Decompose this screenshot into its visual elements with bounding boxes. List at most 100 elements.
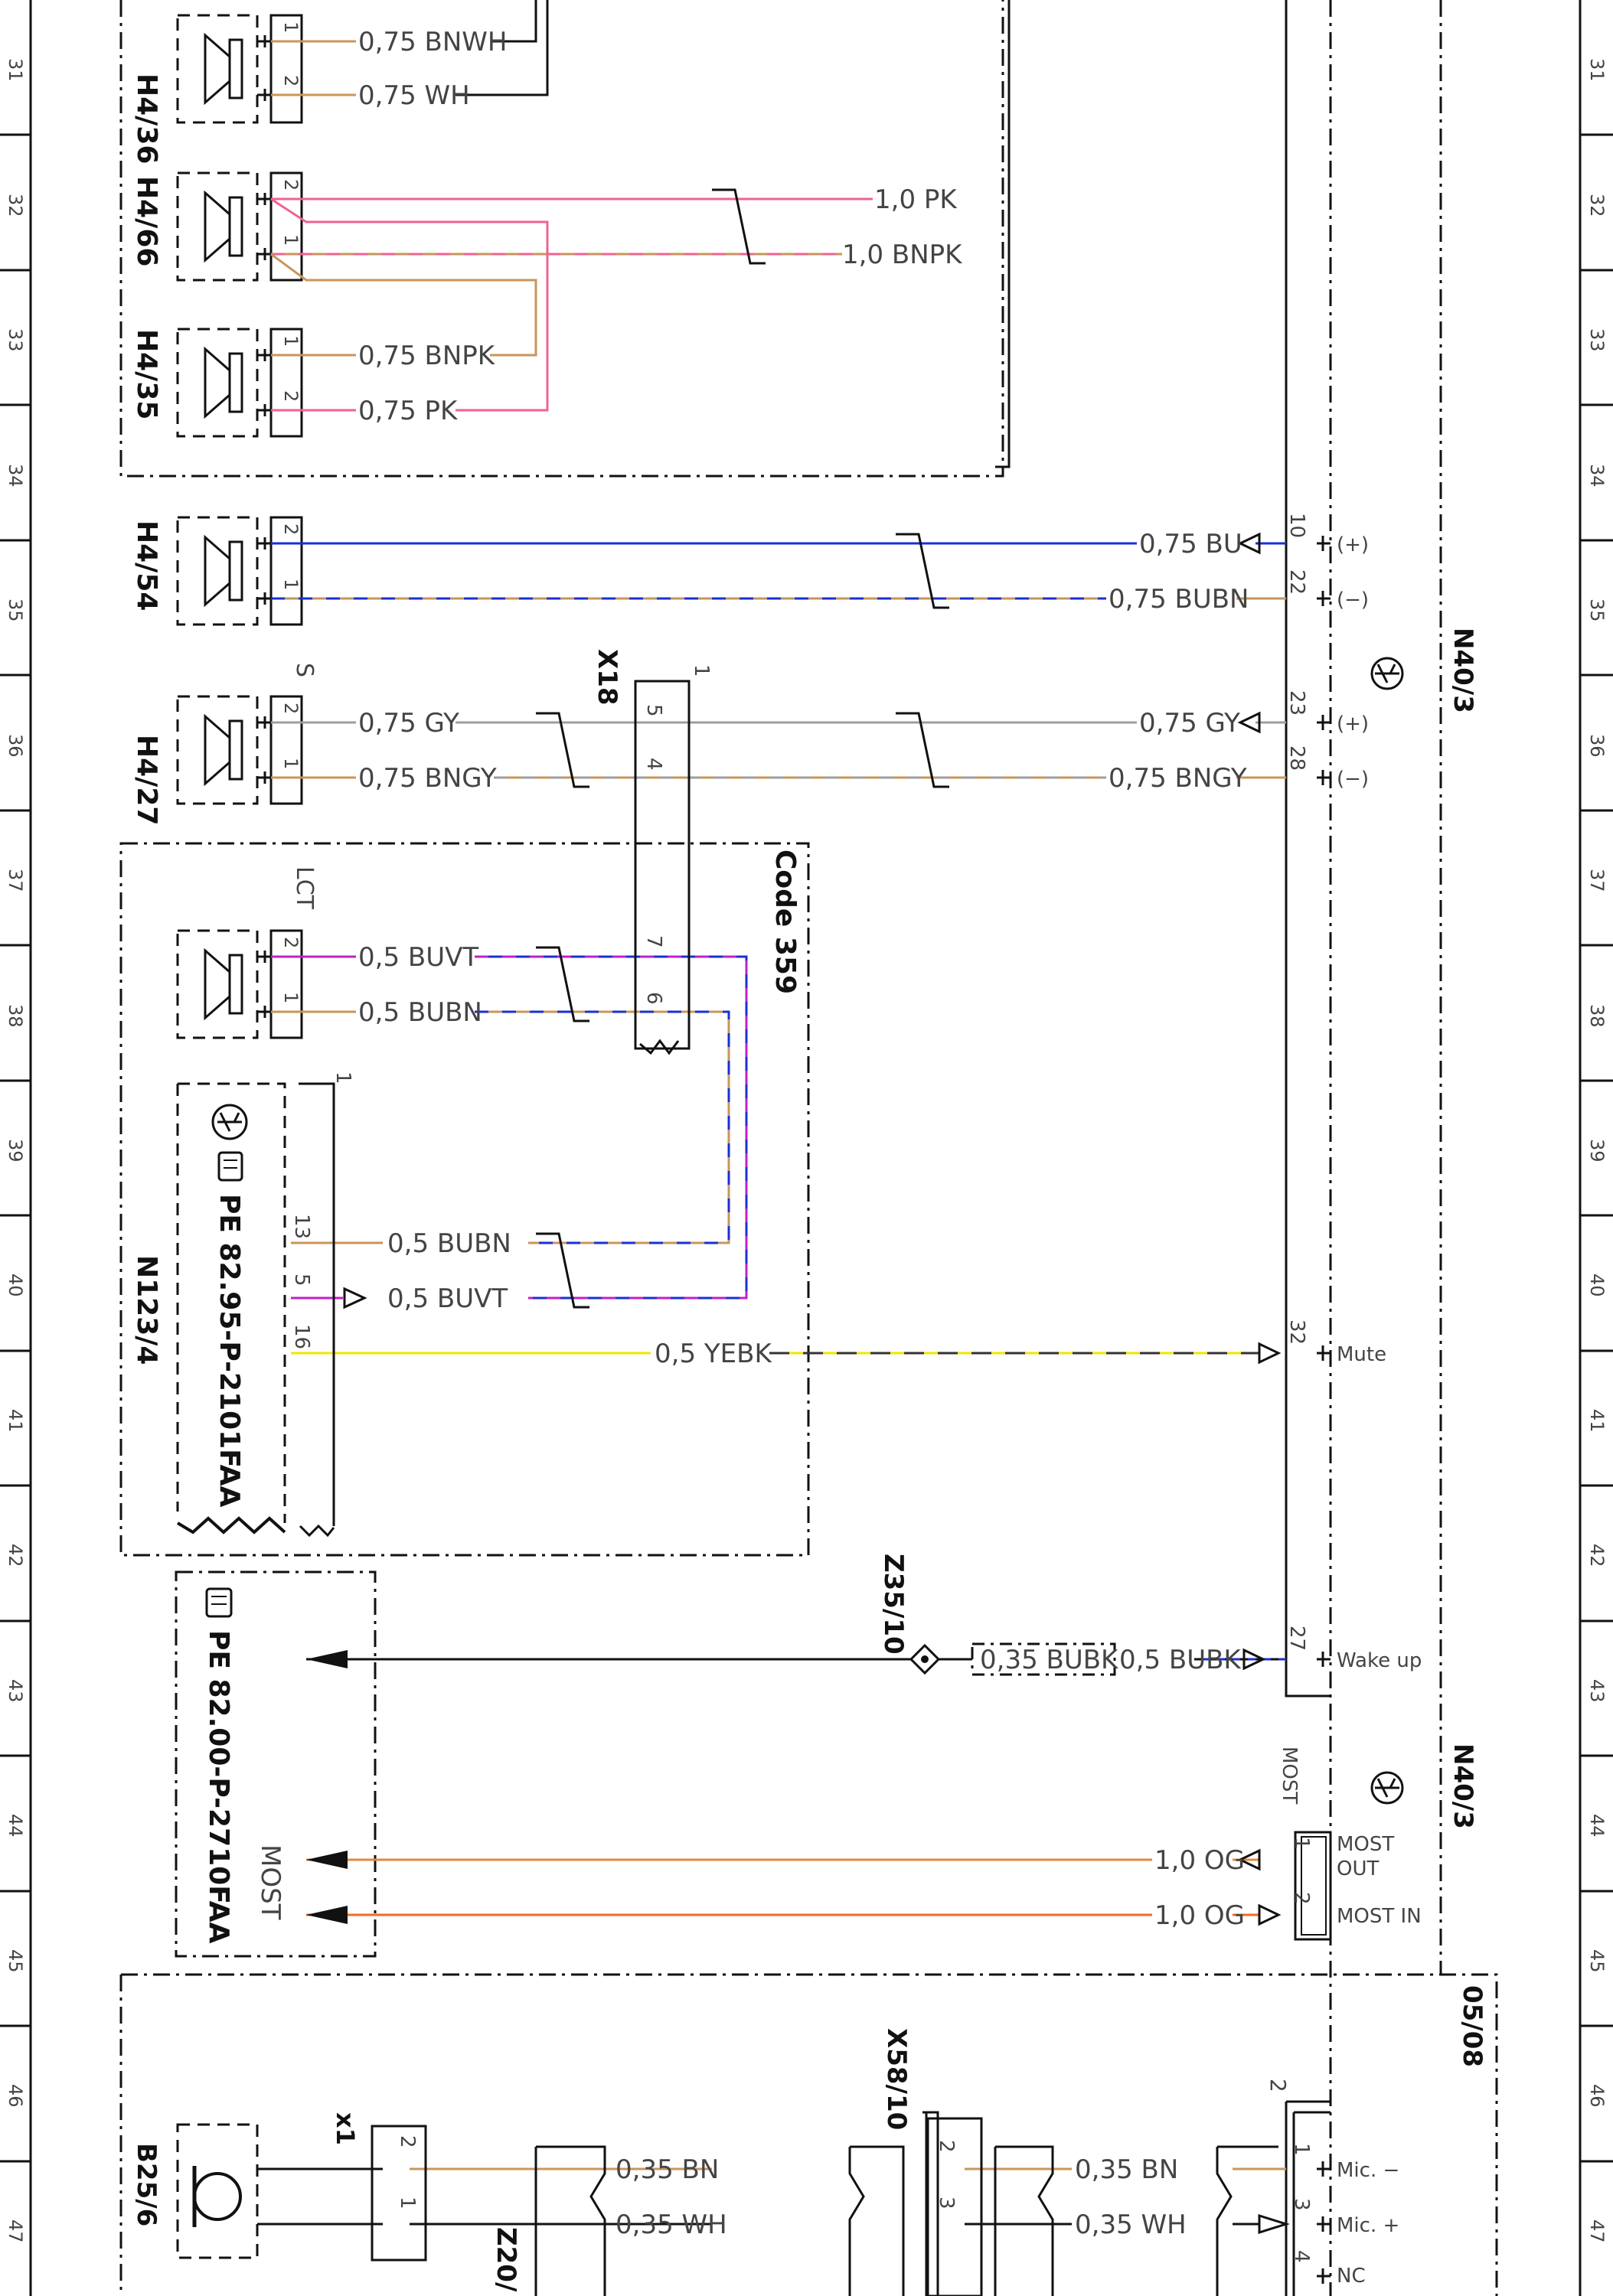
- pin-label: 2: [280, 390, 302, 402]
- pin-label: 28: [1285, 745, 1308, 771]
- row-number: 40: [1586, 1274, 1608, 1297]
- pin-label: 2: [280, 937, 302, 948]
- pe-82-00-link[interactable]: PE 82.00-P-2710FAA: [203, 1630, 234, 1944]
- wire-label: 0,35 BN: [1075, 2154, 1178, 2185]
- pin-label: 27: [1285, 1626, 1308, 1651]
- row-number: 37: [1586, 869, 1608, 892]
- pin-label: 2: [280, 75, 302, 86]
- pin-label: 23: [1285, 690, 1308, 716]
- pin-label: 1: [280, 335, 302, 347]
- speaker-group: 12H4/3621H4/6612H4/3521H4/5421H4/2721LCT…: [131, 14, 318, 1039]
- pe-82-00-box: PE 82.00-P-2710FAA MOST: [203, 1587, 286, 1944]
- speaker-h4-27-label: H4/27: [131, 735, 162, 825]
- pe-82-95-link[interactable]: PE 82.95-P-2101FAA: [214, 1194, 245, 1508]
- row-number: 47: [1586, 2219, 1608, 2243]
- row-number: 42: [5, 1544, 26, 1567]
- x18-label: X18: [592, 649, 622, 706]
- wire-label: 0,5 BUVT: [358, 942, 478, 973]
- speaker-h4-54-label: H4/54: [131, 520, 162, 611]
- row-number: 39: [1586, 1139, 1608, 1163]
- n40-3-label-lower: N40/3: [1448, 1743, 1478, 1829]
- wire-label: 0,75 GY: [1139, 708, 1240, 739]
- wire-label: 0,75 BNWH: [358, 27, 507, 57]
- wire-h4-66-h4-35: [270, 188, 873, 412]
- pin-label: 1: [331, 1071, 354, 1084]
- row-number: 44: [5, 1814, 26, 1838]
- connector-pin: [1317, 536, 1331, 551]
- signal-label: Mic. −: [1337, 2159, 1399, 2182]
- pin-label: 1: [280, 992, 302, 1003]
- wire-label: 0,75 BNGY: [358, 763, 497, 794]
- connector-pin: [1317, 770, 1331, 785]
- wire-label: 0,5 BUVT: [387, 1283, 508, 1314]
- transistor-icon: [1370, 1771, 1404, 1805]
- pin-label: 16: [290, 1324, 313, 1349]
- code-359-label: Code 359: [769, 850, 801, 994]
- row-number: 33: [1586, 328, 1608, 352]
- pin-label: 1: [280, 234, 302, 246]
- pin-label: 2: [280, 523, 302, 535]
- row-number: 34: [1586, 464, 1608, 488]
- row-number: 44: [1586, 1814, 1608, 1838]
- signal-label: Mic. +: [1337, 2214, 1399, 2237]
- wire-lct-x18: [271, 946, 748, 1309]
- wire-label: 0,75 GY: [358, 708, 459, 739]
- wire-label: 0,35 BN: [615, 2154, 719, 2185]
- row-number: 31: [1586, 58, 1608, 82]
- connector-pin: [1317, 2268, 1331, 2284]
- x1-label: x1: [331, 2112, 360, 2145]
- wire-h4-27: [271, 712, 1286, 788]
- n123-4-module: PE 82.95-P-2101FAA N123/4 1 13 5 16: [131, 1071, 354, 1538]
- speaker-h4-36-label: H4/36: [131, 73, 162, 164]
- wire-label: 1,0 OG: [1154, 1845, 1245, 1876]
- microphone-b25-6: B25/6 x1 X58/10 Z20/ Z35/10 Code 359 2: [131, 850, 1291, 2292]
- pin-label: 2: [396, 2135, 419, 2148]
- pin-label: 10: [1285, 513, 1308, 538]
- pin-label: 2: [935, 2140, 958, 2153]
- pointing-hand-icon: [205, 1587, 233, 1618]
- row-number: 45: [1586, 1949, 1608, 1973]
- row-number: 42: [1586, 1544, 1608, 1567]
- pin-label: 3: [935, 2197, 958, 2210]
- transistor-icon: [211, 1104, 248, 1140]
- reference-05-08[interactable]: 05/08: [1457, 1985, 1487, 2067]
- signal-label: Mute: [1337, 1343, 1386, 1366]
- connector-pin: [1317, 2161, 1331, 2177]
- signal-label: (−): [1337, 589, 1369, 612]
- x18-connector: X18 1 5 4 7 6: [592, 649, 713, 1055]
- pin-label: 2: [1290, 1892, 1313, 1905]
- wire-label: 0,75 PK: [358, 396, 459, 426]
- pin-label: 5: [290, 1274, 313, 1287]
- signal-label: MOST IN: [1337, 1905, 1422, 1928]
- wire-label: 0,75 BNGY: [1109, 763, 1247, 794]
- connector-pin: [1317, 591, 1331, 606]
- row-number: 33: [5, 328, 26, 352]
- row-number: 35: [1586, 598, 1608, 622]
- pin-label: 2: [280, 179, 302, 191]
- pin-label-layer: 102223283227121342123(+)(−)(+)(−)MuteWak…: [396, 513, 1422, 2288]
- pin-label: 5: [642, 704, 665, 717]
- transistor-icon: [1370, 657, 1404, 690]
- pin-label: 1: [1290, 1837, 1313, 1850]
- row-number: 34: [5, 464, 26, 488]
- x58-10-label: X58/10: [881, 2028, 912, 2130]
- row-number: 38: [5, 1004, 26, 1028]
- most-label-box: MOST: [255, 1844, 286, 1920]
- wire-microphone: [257, 2111, 1331, 2296]
- wire-label: 0,35 BUBK: [980, 1645, 1119, 1675]
- signal-label: (+): [1337, 533, 1369, 556]
- pin-label: 22: [1285, 569, 1308, 595]
- row-number: 46: [1586, 2084, 1608, 2108]
- most-label-n40: MOST: [1278, 1746, 1301, 1804]
- row-number: 37: [5, 869, 26, 892]
- wire-label: 0,75 BNPK: [358, 341, 496, 371]
- wire-label: 0,5 YEBK: [655, 1339, 772, 1369]
- row-number: 47: [5, 2219, 26, 2243]
- lower-module-box: [119, 1973, 1498, 2296]
